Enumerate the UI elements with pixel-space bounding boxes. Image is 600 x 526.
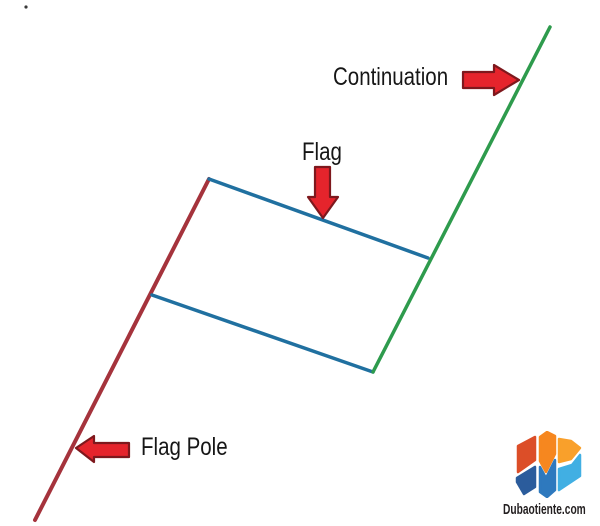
flag-pole-arrow-icon [74, 434, 131, 464]
logo-piece-bottom-mid [538, 458, 557, 498]
flag-upper-boundary-line [207, 177, 430, 260]
continuation-label: Continuation [333, 63, 449, 91]
dubaotiente-logo-icon [515, 431, 582, 498]
flag-pole-line [33, 177, 211, 522]
continuation-arrow-icon [461, 63, 521, 97]
flag-pole-label: Flag Pole [141, 433, 228, 461]
continuation-line [371, 25, 552, 374]
brand-watermark: Dubaotiente.com [500, 431, 600, 523]
logo-piece-top-right [557, 437, 582, 464]
logo-piece-bottom-right [557, 453, 582, 492]
flag-lower-boundary-line [150, 293, 375, 374]
logo-piece-top-left [516, 435, 537, 474]
logo-piece-bottom-left [515, 465, 537, 496]
brand-name: Dubaotiente.com [503, 501, 586, 518]
stray-dot [24, 5, 28, 9]
flag-arrow-icon [306, 165, 340, 220]
logo-piece-top-mid [538, 431, 557, 474]
flag-label: Flag [302, 138, 342, 166]
